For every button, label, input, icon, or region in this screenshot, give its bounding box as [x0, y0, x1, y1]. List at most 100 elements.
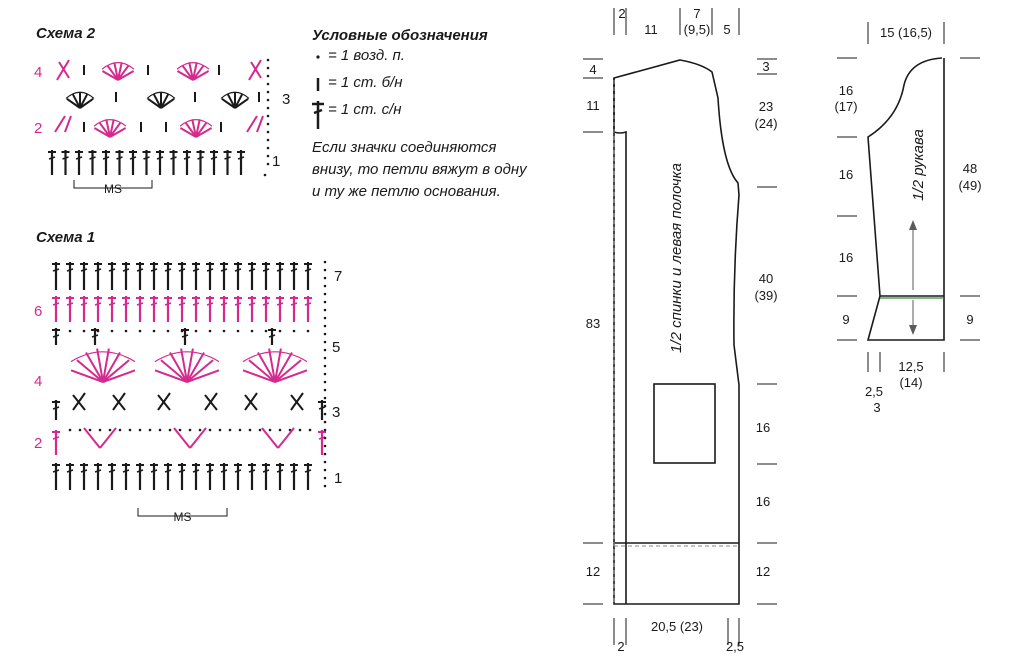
dim-body-shoulder-alt: (9,5)	[684, 22, 711, 37]
scheme1-repeat-bracket	[137, 508, 228, 517]
chain-stitch	[323, 436, 327, 440]
chain-stitch	[323, 364, 327, 368]
fan-stitch	[234, 93, 244, 109]
fan-stitch	[191, 119, 197, 138]
chain-stitch	[266, 66, 270, 70]
scheme2-repeat-bracket	[73, 180, 153, 189]
fan-stitch	[181, 64, 194, 81]
scheme1-row-label: 7	[334, 268, 342, 285]
fan-stitch	[234, 98, 249, 109]
fan-stitch	[93, 127, 111, 138]
angled-stitch	[244, 394, 258, 411]
dim-body-armhole-alt: (24)	[754, 116, 777, 131]
chain-stitch	[323, 388, 327, 392]
angled-stitch	[250, 61, 262, 79]
scheme1-row-label: 5	[332, 339, 340, 356]
chain-stitch	[128, 428, 132, 432]
legend-item-single: = 1 ст. б/н	[328, 74, 403, 91]
chain-stitch	[323, 276, 327, 280]
fan-stitch	[102, 348, 110, 383]
chain-stitch	[118, 428, 122, 432]
angled-stitch	[189, 427, 207, 449]
chain-stitch	[323, 300, 327, 304]
angled-stitch	[256, 115, 264, 133]
angled-stitch	[54, 115, 66, 133]
fan-stitch	[85, 352, 104, 383]
fan-stitch	[76, 359, 104, 383]
dim-body-pocket-2: 16	[756, 494, 770, 509]
legend-title: Условные обозначения	[312, 27, 488, 44]
fan-stitch	[106, 64, 119, 81]
sleeve-outline	[866, 57, 945, 341]
fan-stitch	[102, 359, 130, 383]
fan-stitch	[169, 352, 188, 383]
scheme1-row-label: 4	[34, 373, 42, 390]
angled-stitch	[277, 427, 295, 449]
dim-sleeve-width: 12,5	[898, 359, 923, 374]
fan-stitch	[154, 369, 188, 383]
chain-stitch	[278, 428, 282, 432]
dim-sleeve-upper: 16	[839, 167, 853, 182]
fan-stitch	[147, 98, 162, 109]
fan-stitch	[248, 359, 276, 383]
chain-stitch	[266, 122, 270, 126]
legend-note-line-1: Если значки соединяются	[312, 139, 497, 156]
fan-stitch	[102, 352, 121, 383]
chain-stitch	[323, 340, 327, 344]
chain-stitch	[323, 316, 327, 320]
fan-stitch	[113, 62, 119, 81]
chain-stitch	[323, 308, 327, 312]
dim-body-shoulder-drop-right: 3	[762, 59, 769, 74]
fan-stitch	[70, 369, 104, 383]
chain-stitch	[323, 484, 327, 488]
fan-stitch	[160, 359, 188, 383]
chain-stitch	[266, 74, 270, 78]
dim-body-shoulder-drop-left: 4	[589, 62, 596, 77]
chain-stitch	[194, 329, 198, 333]
fan-stitch	[160, 93, 170, 109]
fan-stitch	[195, 127, 213, 138]
chain-stitch	[178, 428, 182, 432]
chain-stitch	[323, 412, 327, 416]
fan-stitch	[274, 352, 293, 383]
fan-stitch	[109, 119, 115, 138]
dim-sleeve-cap-alt: (17)	[834, 99, 857, 114]
chain-stitch	[323, 372, 327, 376]
scheme2-row-label: 4	[34, 64, 42, 81]
chain-stitch	[82, 329, 86, 333]
fan-stitch	[160, 98, 175, 109]
chain-stitch	[238, 428, 242, 432]
chain-stitch	[250, 329, 254, 333]
chain-stitch	[258, 428, 262, 432]
dim-body-hem-right: 12	[756, 564, 770, 579]
fan-stitch	[102, 369, 136, 383]
dim-body-width: 20,5 (23)	[651, 619, 703, 634]
fan-stitch	[179, 127, 197, 138]
chain-stitch	[148, 428, 152, 432]
fan-stitch	[71, 93, 81, 109]
legend-note-line-2: внизу, то петли вяжут в одну	[312, 161, 527, 178]
fan-stitch	[221, 98, 236, 109]
fan-stitch	[186, 359, 214, 383]
chain-stitch	[248, 428, 252, 432]
repeat-label: MS	[104, 182, 122, 196]
chain-stitch	[166, 329, 170, 333]
angled-stitch	[112, 394, 126, 411]
chain-stitch	[236, 329, 240, 333]
scheme1-title: Схема 1	[36, 229, 96, 246]
chain-stitch	[323, 324, 327, 328]
dim-sleeve-total-alt: (49)	[958, 178, 981, 193]
chain-stitch	[323, 452, 327, 456]
angled-stitch	[173, 427, 191, 449]
scheme2-title: Схема 2	[36, 25, 96, 42]
chain-stitch	[306, 329, 310, 333]
fan-stitch	[192, 70, 210, 81]
fan-stitch	[192, 64, 205, 81]
chain-stitch	[266, 82, 270, 86]
dim-sleeve-lower: 16	[839, 250, 853, 265]
chain-stitch	[168, 428, 172, 432]
dim-body-total: 83	[586, 316, 600, 331]
chain-stitch	[108, 428, 112, 432]
